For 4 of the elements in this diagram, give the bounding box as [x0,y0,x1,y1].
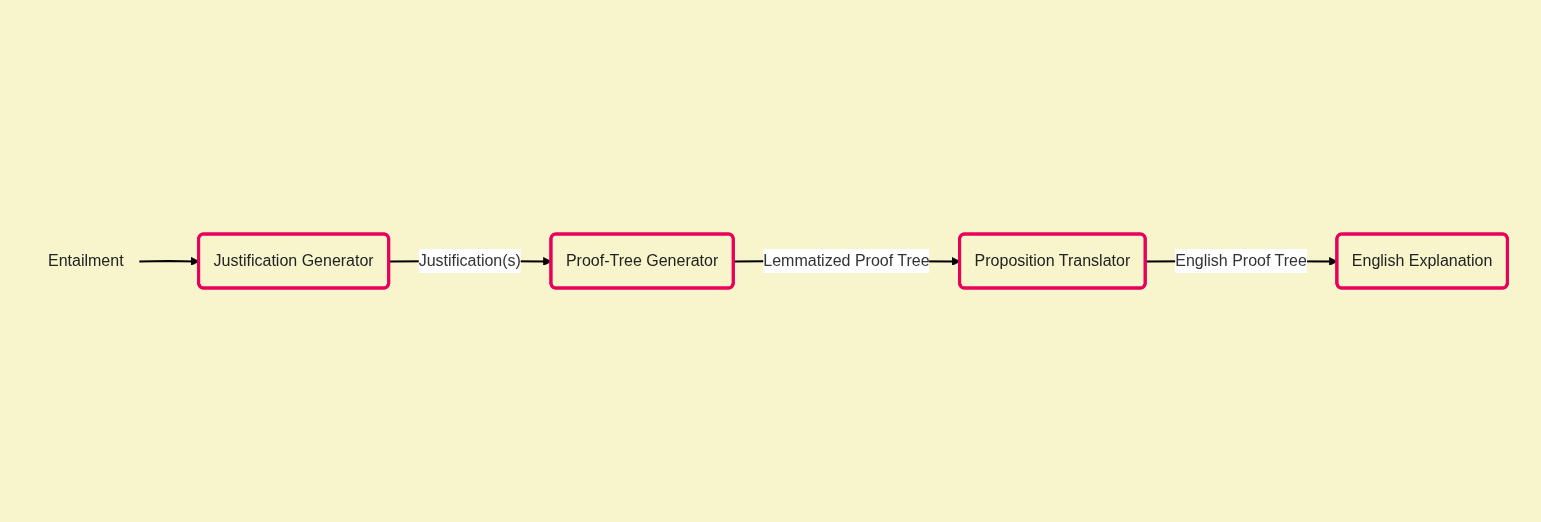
edge-label: Lemmatized Proof Tree [763,252,930,269]
edge-label: English Proof Tree [1175,252,1308,269]
edge-label: Justification(s) [418,252,522,269]
node-text: Entailment [48,252,124,269]
